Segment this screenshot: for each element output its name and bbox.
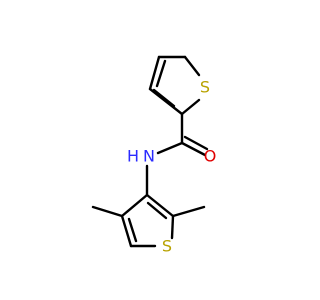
bond-c2-c3-double <box>155 59 167 88</box>
bond-carbonyl-n <box>156 141 184 155</box>
bond-c3prime-c2prime <box>145 193 175 218</box>
atom-o-carbonyl: O <box>204 147 217 166</box>
bond-s-c2prime <box>170 214 175 240</box>
bond-c2-c3 <box>148 55 161 91</box>
molecule-structure: S O N H S <box>91 55 217 256</box>
bond-c4prime-methyl <box>91 205 124 218</box>
bond-carbonyl-o-double <box>183 135 209 151</box>
bond-c4prime-c5prime-double <box>127 217 138 243</box>
atom-s-dimethylthiophene: S <box>162 237 172 256</box>
bond-c3prime-c4prime <box>120 193 149 218</box>
atom-n-amide: N <box>143 147 155 166</box>
bond-s1-c1 <box>180 98 201 116</box>
bond-c4-s1 <box>183 55 201 77</box>
bond-c4prime-c5prime <box>120 214 133 248</box>
bond-c1-c2-double <box>152 88 176 108</box>
atom-s-thiophene: S <box>200 78 210 97</box>
bond-carbonyl-o <box>180 141 207 157</box>
molecule-diagram: S O N H S <box>91 55 217 256</box>
bond-c3prime-c2prime-double <box>146 201 168 220</box>
atom-h-amide: H <box>127 147 139 166</box>
bond-c2prime-methyl <box>171 205 206 218</box>
bond-c1-c2 <box>148 87 184 116</box>
